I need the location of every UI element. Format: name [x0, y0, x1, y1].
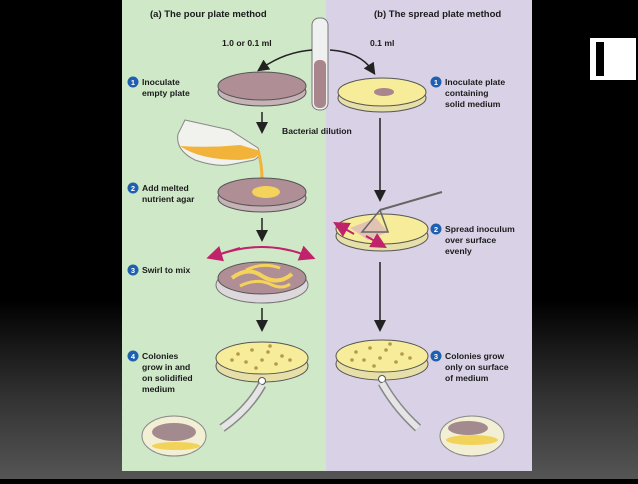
test-tube-icon — [311, 17, 329, 111]
step-number: 3 — [434, 352, 438, 361]
step-badge — [127, 350, 139, 362]
panel-b-volume: 0.1 ml — [370, 38, 394, 48]
step-b1: 1 Inoculate plate containing solid mediu… — [430, 76, 505, 109]
step-badge — [430, 350, 442, 362]
step-label: Inoculate — [142, 77, 180, 87]
step-a2: 2 Add melted nutrient agar — [127, 182, 195, 204]
plate-a4-colonies — [215, 341, 309, 383]
step-label: grow in and — [142, 362, 190, 372]
center-label: Bacterial dilution — [282, 126, 352, 136]
arrow-tube-to-b1 — [329, 49, 376, 75]
flask-icon — [177, 119, 264, 179]
step-badge — [430, 223, 442, 235]
magnifier-detail-b — [378, 375, 505, 457]
spread-arrow-right — [365, 233, 387, 248]
step-badge — [127, 182, 139, 194]
step-number: 4 — [131, 352, 136, 361]
plate-a3-swirl — [215, 261, 309, 304]
slide-corner-mark — [590, 38, 636, 80]
step-number: 1 — [131, 78, 135, 87]
step-label: medium — [142, 384, 175, 394]
plate-a1-empty-inoculated — [217, 71, 307, 107]
spreader-icon — [360, 191, 443, 233]
step-a1: 1 Inoculate empty plate — [127, 76, 190, 98]
step-label: of medium — [445, 373, 489, 383]
step-label: evenly — [445, 246, 472, 256]
step-badge — [127, 264, 139, 276]
step-label: empty plate — [142, 88, 190, 98]
step-label: on solidified — [142, 373, 193, 383]
panel-a-title: (a) The pour plate method — [150, 9, 267, 20]
step-label: Colonies grow — [445, 351, 505, 361]
step-a4: 4 Colonies grow in and on solidified med… — [127, 350, 193, 394]
step-number: 2 — [434, 225, 438, 234]
swirl-arrow-left — [206, 246, 241, 262]
step-label: Spread inoculum — [445, 224, 515, 234]
step-label: Add melted — [142, 183, 189, 193]
step-number: 1 — [434, 78, 438, 87]
step-b2: 2 Spread inoculum over surface evenly — [430, 223, 515, 256]
spread-arrow-left — [333, 222, 355, 237]
magnifier-detail-a — [141, 377, 266, 457]
step-badge — [430, 76, 442, 88]
panel-a-background — [122, 0, 326, 471]
plate-b1-solid-medium — [337, 77, 427, 113]
step-label: over surface — [445, 235, 496, 245]
step-label: solid medium — [445, 99, 501, 109]
step-a3: 3 Swirl to mix — [127, 264, 190, 276]
step-label: only on surface — [445, 362, 509, 372]
step-label: containing — [445, 88, 488, 98]
step-number: 3 — [131, 266, 135, 275]
plate-a2-agar-added — [217, 177, 307, 213]
step-badge — [127, 76, 139, 88]
step-label: Inoculate plate — [445, 77, 505, 87]
step-number: 2 — [131, 184, 135, 193]
panel-b-title: (b) The spread plate method — [374, 9, 501, 20]
plate-b3-colonies — [335, 339, 429, 381]
panel-a-volume: 1.0 or 0.1 ml — [222, 38, 272, 48]
step-b3: 3 Colonies grow only on surface of mediu… — [430, 350, 509, 383]
step-label: nutrient agar — [142, 194, 195, 204]
step-label: Swirl to mix — [142, 265, 190, 275]
arrow-tube-to-a1 — [257, 49, 313, 72]
step-label: Colonies — [142, 351, 179, 361]
